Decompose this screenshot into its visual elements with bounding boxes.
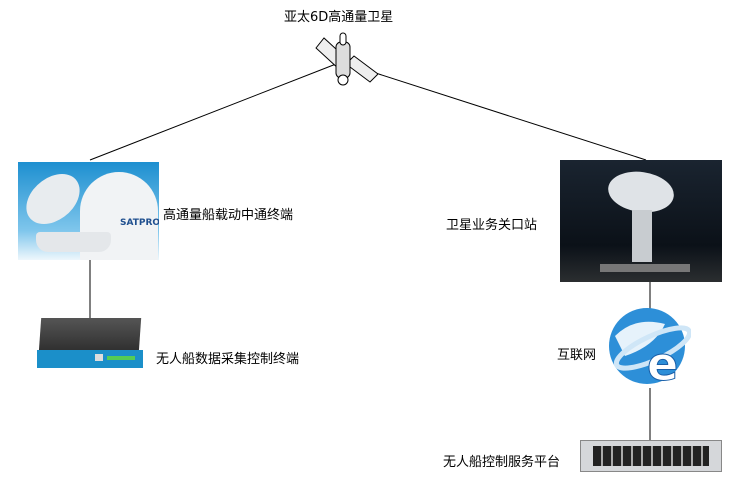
gateway-label: 卫星业务关口站 — [446, 218, 538, 233]
ship-terminal-label: 高通量船载动中通终端 — [163, 208, 294, 223]
satellite-label: 亚太6D高通量卫星 — [284, 10, 394, 25]
data-terminal-label: 无人船数据采集控制终端 — [156, 352, 300, 367]
svg-text:e: e — [647, 337, 678, 390]
internet-label: 互联网 — [557, 348, 597, 363]
brand-text: SATPRO — [120, 218, 159, 228]
satellite-icon — [315, 32, 378, 86]
link-satellite-gateway — [359, 67, 647, 161]
control-device-icon — [37, 318, 143, 370]
rack-server-icon — [580, 440, 722, 472]
platform-label: 无人船控制服务平台 — [443, 455, 561, 470]
link-satellite-ship — [89, 63, 337, 161]
internet-globe-icon: e — [609, 308, 691, 390]
satcom-dome-antenna-icon: SATPRO — [18, 162, 159, 260]
ground-station-dish-icon — [560, 160, 722, 282]
